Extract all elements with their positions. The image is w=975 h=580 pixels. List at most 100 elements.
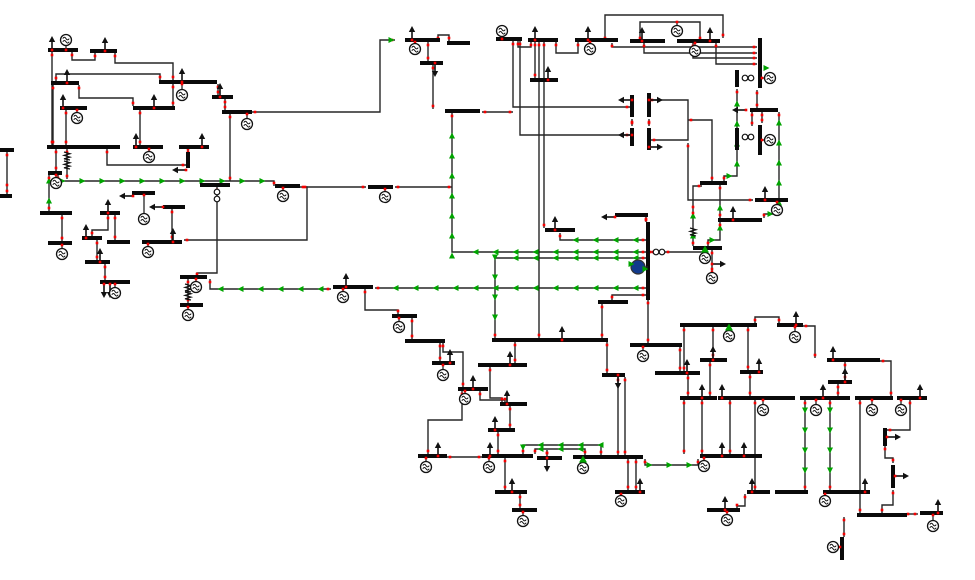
load-arrow[interactable] <box>132 133 140 147</box>
generator-icon[interactable] <box>670 24 684 38</box>
transformer-icon[interactable] <box>213 188 221 196</box>
transformer-icon[interactable] <box>182 283 194 293</box>
transmission-line[interactable] <box>78 85 134 106</box>
transmission-line[interactable] <box>611 294 646 300</box>
load-arrow[interactable] <box>506 351 514 365</box>
transmission-line[interactable] <box>442 343 464 387</box>
load-arrow[interactable] <box>618 96 632 104</box>
load-arrow[interactable] <box>104 199 112 213</box>
load-arrow[interactable] <box>48 36 56 50</box>
load-arrow[interactable] <box>119 192 133 200</box>
generator-icon[interactable] <box>240 117 254 131</box>
generator-icon[interactable] <box>865 403 879 417</box>
generator-icon[interactable] <box>408 42 422 56</box>
transmission-line[interactable] <box>611 43 757 48</box>
transformer-icon[interactable] <box>741 74 749 82</box>
transmission-line[interactable] <box>639 21 701 41</box>
transmission-line[interactable] <box>209 279 331 290</box>
generator-icon[interactable] <box>818 494 832 508</box>
transmission-line[interactable] <box>736 494 746 508</box>
generator-icon[interactable] <box>697 459 711 473</box>
load-arrow[interactable] <box>169 228 177 242</box>
generator-icon[interactable] <box>458 392 472 406</box>
load-arrow[interactable] <box>431 63 439 77</box>
transmission-line[interactable] <box>665 250 705 253</box>
load-arrow[interactable] <box>82 224 90 238</box>
load-arrow[interactable] <box>683 359 691 373</box>
transmission-line[interactable] <box>880 360 892 396</box>
transmission-line[interactable] <box>451 113 646 253</box>
load-arrow[interactable] <box>895 472 909 480</box>
transmission-line[interactable] <box>512 41 630 108</box>
generator-icon[interactable] <box>70 111 84 125</box>
load-arrow[interactable] <box>446 349 454 363</box>
transmission-line[interactable] <box>687 143 753 201</box>
load-arrow[interactable] <box>408 26 416 40</box>
load-arrow[interactable] <box>916 384 924 398</box>
load-arrow[interactable] <box>755 358 763 372</box>
load-arrow[interactable] <box>636 478 644 492</box>
transmission-line[interactable] <box>55 73 161 81</box>
generator-icon[interactable] <box>788 330 802 344</box>
load-arrow[interactable] <box>718 384 726 398</box>
load-arrow[interactable] <box>531 26 539 40</box>
load-arrow[interactable] <box>558 326 566 340</box>
generator-icon[interactable] <box>55 247 69 261</box>
load-arrow[interactable] <box>618 131 632 139</box>
load-arrow[interactable] <box>101 37 109 51</box>
generator-icon[interactable] <box>770 203 784 217</box>
load-arrow[interactable] <box>729 206 737 220</box>
generator-icon[interactable] <box>137 212 151 226</box>
transformer-icon[interactable] <box>61 151 73 161</box>
generator-icon[interactable] <box>436 368 450 382</box>
load-arrow[interactable] <box>712 260 726 268</box>
load-arrow[interactable] <box>100 284 108 298</box>
generator-icon[interactable] <box>698 251 712 265</box>
load-arrow[interactable] <box>198 133 206 147</box>
generator-icon[interactable] <box>495 24 509 38</box>
generator-icon[interactable] <box>636 349 650 363</box>
load-arrow[interactable] <box>748 478 756 492</box>
load-arrow[interactable] <box>434 442 442 456</box>
transmission-line[interactable] <box>489 367 503 402</box>
transformer-icon[interactable] <box>687 227 699 237</box>
load-arrow[interactable] <box>649 96 663 104</box>
load-arrow[interactable] <box>544 66 552 80</box>
load-arrow[interactable] <box>614 375 622 389</box>
load-arrow[interactable] <box>178 68 186 82</box>
load-arrow[interactable] <box>601 213 615 221</box>
transmission-line[interactable] <box>692 43 757 59</box>
load-arrow[interactable] <box>861 478 869 492</box>
load-arrow[interactable] <box>706 27 714 41</box>
transformer-icon[interactable] <box>747 74 755 82</box>
load-arrow[interactable] <box>740 442 748 456</box>
generator-icon[interactable] <box>336 290 350 304</box>
generator-icon[interactable] <box>49 176 63 190</box>
transmission-line[interactable] <box>688 119 713 181</box>
load-arrow[interactable] <box>96 248 104 262</box>
load-arrow[interactable] <box>149 203 163 211</box>
generator-icon[interactable] <box>276 189 290 203</box>
generator-icon[interactable] <box>189 280 203 294</box>
generator-icon[interactable] <box>756 403 770 417</box>
load-arrow[interactable] <box>829 346 837 360</box>
load-arrow[interactable] <box>709 346 717 360</box>
transmission-line[interactable] <box>692 185 702 210</box>
generator-icon[interactable] <box>482 460 496 474</box>
load-arrow[interactable] <box>63 69 71 83</box>
load-arrow[interactable] <box>150 94 158 108</box>
slack-generator-icon[interactable] <box>630 259 646 275</box>
load-arrow[interactable] <box>469 375 477 389</box>
transformer-icon[interactable] <box>213 195 221 203</box>
generator-icon[interactable] <box>516 514 530 528</box>
load-arrow[interactable] <box>934 499 942 513</box>
generator-icon[interactable] <box>720 513 734 527</box>
transmission-line[interactable] <box>555 42 579 54</box>
transmission-line[interactable] <box>559 233 646 241</box>
transmission-line[interactable] <box>881 490 894 513</box>
generator-icon[interactable] <box>378 190 392 204</box>
load-arrow[interactable] <box>761 186 769 200</box>
transmission-line[interactable] <box>427 391 463 454</box>
transmission-line[interactable] <box>754 316 780 323</box>
